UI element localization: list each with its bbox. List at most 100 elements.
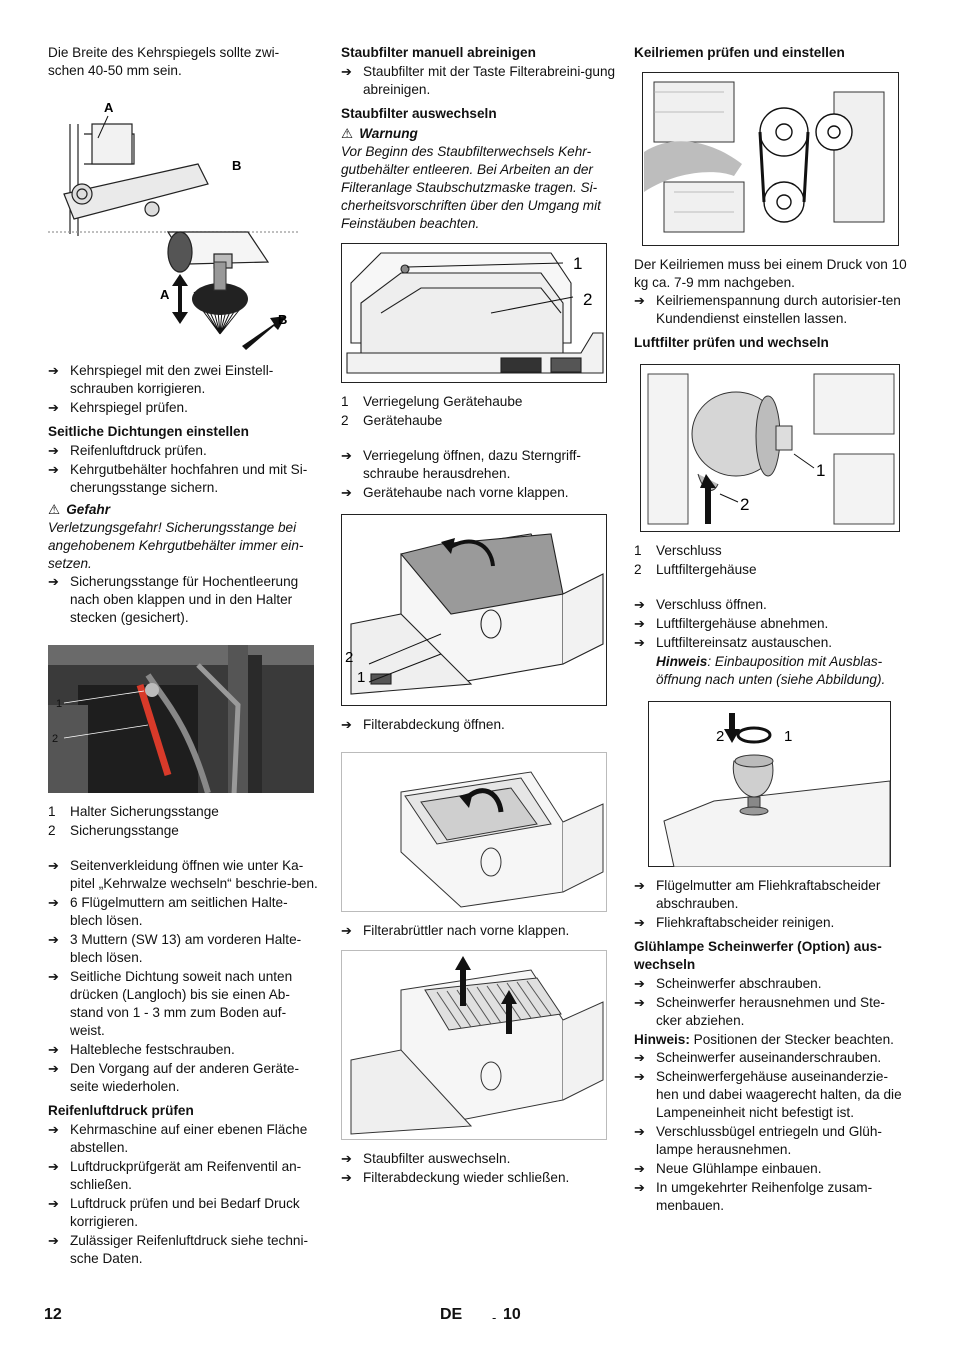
step-item: ➔Zulässiger Reifenluftdruck siehe techni… bbox=[48, 1233, 309, 1266]
arrow-icon: ➔ bbox=[341, 717, 352, 732]
column-1: Die Breite des Kehrspiegels sollte zwi- … bbox=[48, 44, 320, 1269]
arrow-icon: ➔ bbox=[634, 878, 645, 893]
step-item: ➔Keilriemenspannung durch autorisier-ten… bbox=[634, 293, 901, 326]
arrow-icon: ➔ bbox=[48, 1042, 59, 1057]
step-item: ➔Haltebleche festschrauben. bbox=[48, 1042, 235, 1057]
fig-label-1: 1 bbox=[357, 669, 365, 686]
fig-label-b-bottom: B bbox=[278, 312, 287, 327]
step-item: ➔6 Flügelmuttern am seitlichen Halte-ble… bbox=[48, 895, 288, 928]
step-item: ➔In umgekehrter Reihenfolge zusam-menbau… bbox=[634, 1180, 873, 1213]
section-heading: Seitliche Dichtungen einstellen bbox=[48, 424, 249, 439]
v-belt-figure bbox=[634, 72, 909, 246]
section-heading: Glühlampe Scheinwerfer (Option) aus-wech… bbox=[634, 939, 882, 972]
danger-text: Verletzungsgefahr! Sicherungsstange bei … bbox=[48, 520, 304, 571]
arrow-icon: ➔ bbox=[48, 932, 59, 947]
intro-text: Die Breite des Kehrspiegels sollte zwi- … bbox=[48, 45, 280, 78]
arrow-icon: ➔ bbox=[634, 976, 645, 991]
step-item: ➔Verschluss öffnen. bbox=[634, 597, 767, 612]
arrow-icon: ➔ bbox=[341, 485, 352, 500]
arrow-icon: ➔ bbox=[341, 448, 352, 463]
hint-text: Hinweis: Einbauposition mit Ausblas-öffn… bbox=[656, 654, 886, 687]
step-item: ➔Den Vorgang auf der anderen Geräte-seit… bbox=[48, 1061, 299, 1094]
step-item: ➔Kehrspiegel prüfen. bbox=[48, 400, 188, 415]
arrow-icon: ➔ bbox=[634, 616, 645, 631]
step-item: ➔Scheinwerfer auseinanderschrauben. bbox=[634, 1050, 882, 1065]
step-item: ➔Scheinwerfergehäuse auseinanderzie-hen … bbox=[634, 1069, 902, 1120]
step-item: ➔Verriegelung öffnen, dazu Sterngriff-sc… bbox=[341, 448, 581, 481]
section-page-number: 10 bbox=[503, 1306, 521, 1323]
photo-label-1: 1 bbox=[56, 698, 62, 710]
arrow-icon: ➔ bbox=[634, 597, 645, 612]
step-item: ➔Scheinwerfer herausnehmen und Ste-cker … bbox=[634, 995, 885, 1028]
arrow-icon: ➔ bbox=[634, 1050, 645, 1065]
arrow-icon: ➔ bbox=[634, 1069, 645, 1084]
arrow-icon: ➔ bbox=[48, 574, 59, 589]
step-item: ➔Reifenluftdruck prüfen. bbox=[48, 443, 207, 458]
belt-tension-text: Der Keilriemen muss bei einem Druck von … bbox=[634, 257, 907, 290]
step-item: ➔Seitliche Dichtung soweit nach unten dr… bbox=[48, 969, 293, 1038]
fig-label-2: 2 bbox=[716, 728, 724, 745]
arrow-icon: ➔ bbox=[48, 1196, 59, 1211]
language-code: DE bbox=[440, 1306, 463, 1323]
warning-triangle-icon: ⚠ bbox=[341, 126, 354, 141]
air-filter-figure: 1 2 bbox=[634, 364, 909, 532]
arrow-icon: ➔ bbox=[634, 1124, 645, 1139]
warning-text: Vor Beginn des Staubfilterwechsels Kehr-… bbox=[341, 144, 601, 231]
step-item: ➔Seitenverkleidung öffnen wie unter Ka-p… bbox=[48, 858, 318, 891]
filter-shaker-figure bbox=[341, 752, 616, 912]
fig-label-1: 1 bbox=[816, 461, 825, 480]
arrow-icon: ➔ bbox=[341, 1170, 352, 1185]
section-heading: Staubfilter manuell abreinigen bbox=[341, 45, 536, 60]
fig-label-a-top: A bbox=[104, 100, 114, 115]
arrow-icon: ➔ bbox=[48, 363, 59, 378]
sweep-adjust-figure: A B A B bbox=[48, 94, 320, 352]
arrow-icon: ➔ bbox=[48, 969, 59, 984]
column-2: Staubfilter manuell abreinigen ➔Staubfil… bbox=[341, 44, 616, 1188]
step-item: ➔Sicherungsstange für Hochentleerung nac… bbox=[48, 574, 299, 625]
section-heading: Keilriemen prüfen und einstellen bbox=[634, 45, 845, 60]
arrow-icon: ➔ bbox=[634, 1180, 645, 1195]
step-item: ➔Luftdruckprüfgerät am Reifenventil an-s… bbox=[48, 1159, 302, 1192]
fig-label-2: 2 bbox=[583, 290, 592, 309]
step-item: ➔Kehrspiegel mit den zwei Einstell-schra… bbox=[48, 363, 274, 396]
fig-label-2: 2 bbox=[740, 495, 749, 514]
step-item: ➔Filterabdeckung wieder schließen. bbox=[341, 1170, 570, 1185]
arrow-icon: ➔ bbox=[341, 64, 352, 79]
step-item: ➔Kehrmaschine auf einer ebenen Fläche ab… bbox=[48, 1122, 308, 1155]
section-heading: Reifenluftdruck prüfen bbox=[48, 1103, 194, 1118]
arrow-icon: ➔ bbox=[634, 1161, 645, 1176]
arrow-icon: ➔ bbox=[48, 1159, 59, 1174]
arrow-icon: ➔ bbox=[48, 400, 59, 415]
step-item: ➔Staubfilter mit der Taste Filterabreini… bbox=[341, 64, 616, 97]
hood-figure: 1 2 bbox=[341, 243, 616, 383]
step-item: ➔Neue Glühlampe einbauen. bbox=[634, 1161, 822, 1176]
arrow-icon: ➔ bbox=[48, 462, 59, 477]
arrow-icon: ➔ bbox=[48, 1122, 59, 1137]
step-item: ➔Flügelmutter am Fliehkraftabscheider ab… bbox=[634, 878, 881, 911]
step-item: ➔Staubfilter auswechseln. bbox=[341, 1151, 511, 1166]
fig-label-1: 1 bbox=[573, 254, 582, 273]
arrow-icon: ➔ bbox=[341, 1151, 352, 1166]
footer-separator: - bbox=[492, 1310, 497, 1325]
column-3: Keilriemen prüfen und einstellen Der Kei… bbox=[634, 44, 909, 1216]
hint2-text: Hinweis: Positionen der Stecker beachten… bbox=[634, 1032, 894, 1047]
cyclone-separator-figure: 2 1 bbox=[634, 701, 909, 867]
step-item: ➔Luftdruck prüfen und bei Bedarf Druck k… bbox=[48, 1196, 300, 1229]
filter-cover-figure: 2 1 bbox=[341, 514, 616, 706]
arrow-icon: ➔ bbox=[634, 915, 645, 930]
arrow-icon: ➔ bbox=[634, 995, 645, 1010]
step-item: ➔Luftfiltergehäuse abnehmen. bbox=[634, 616, 829, 631]
page-number: 12 bbox=[44, 1306, 62, 1323]
arrow-icon: ➔ bbox=[48, 1061, 59, 1076]
section-heading: Staubfilter auswechseln bbox=[341, 106, 497, 121]
step-item: ➔Scheinwerfer abschrauben. bbox=[634, 976, 822, 991]
warning-triangle-icon: ⚠ bbox=[48, 502, 61, 517]
safety-bar-photo: 1 2 bbox=[48, 645, 320, 793]
fig-label-a-bottom: A bbox=[160, 287, 170, 302]
arrow-icon: ➔ bbox=[48, 858, 59, 873]
